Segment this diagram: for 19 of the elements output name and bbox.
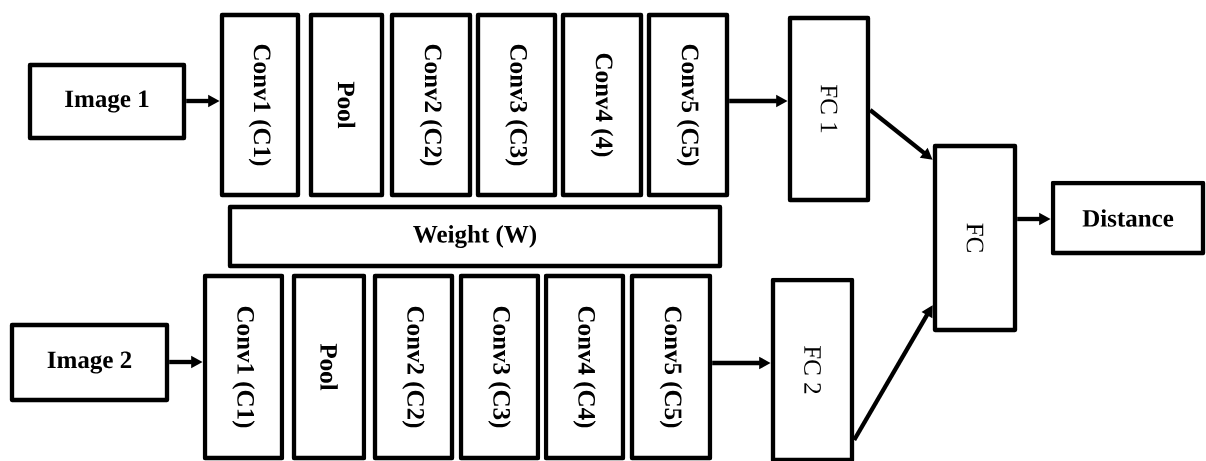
layer-box: Conv1 (C1) [219,12,301,198]
weight-bar: Weight (W) [227,204,723,269]
layer-box: Conv1 (C1) [202,273,285,461]
layer-box: FC [932,143,1018,333]
layer-box: Pool [308,12,385,198]
layer-box: FC 2 [770,277,855,461]
layer-box: Conv2 (C2) [372,273,455,461]
layer-box: Conv2 (C2) [389,12,473,198]
layer-box: Conv5 (C5) [646,12,730,198]
layer-box: Conv3 (C3) [475,12,558,198]
layer-box: Conv4 (C4) [543,273,626,461]
output-box: Distance [1050,180,1206,256]
layer-box: Conv4 (4) [560,12,644,198]
layer-box: Conv3 (C3) [458,273,541,461]
layer-box: Pool [291,273,367,461]
input-box: Image 2 [9,322,170,403]
input-box: Image 1 [27,62,187,141]
layer-box: Conv5 (C5) [629,273,713,461]
layer-box: FC 1 [787,15,871,203]
